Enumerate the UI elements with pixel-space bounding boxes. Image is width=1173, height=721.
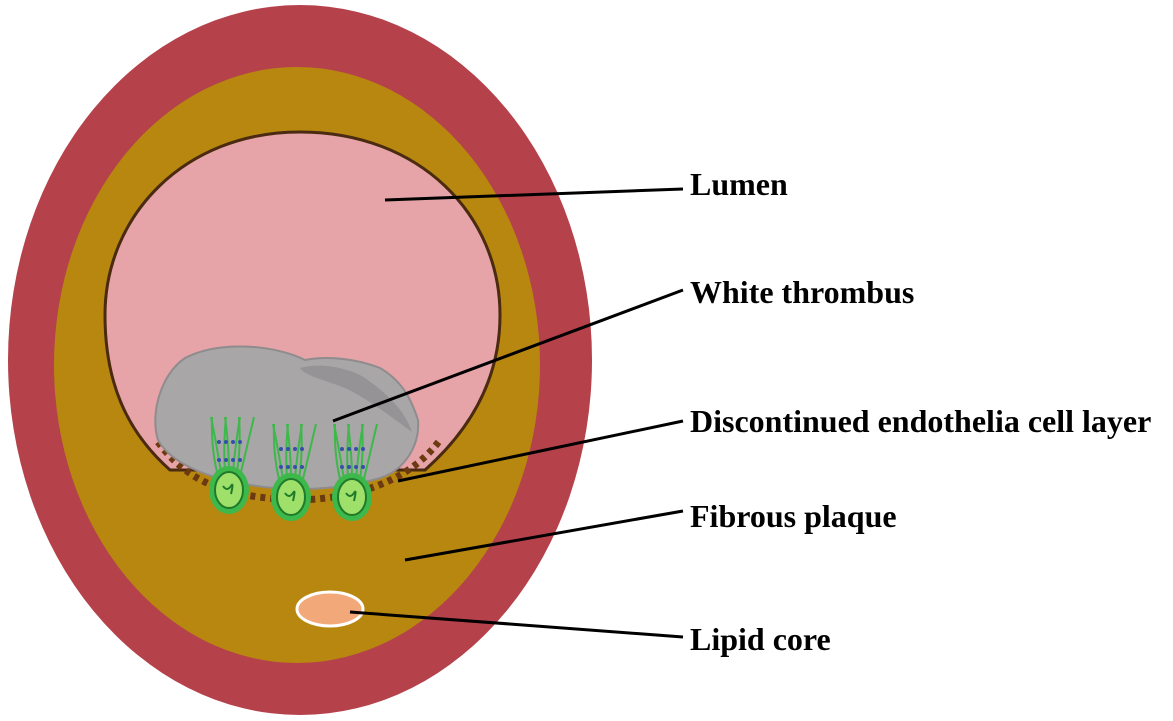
granule xyxy=(279,447,283,451)
granule xyxy=(347,465,351,469)
label-lipid-core: Lipid core xyxy=(690,623,831,655)
label-discontinued-endothelia: Discontinued endothelia cell layer xyxy=(690,405,1151,437)
lipid-core xyxy=(297,592,363,626)
granule xyxy=(231,458,235,462)
cell-nucleus xyxy=(215,472,243,508)
granule xyxy=(354,447,358,451)
label-fibrous-plaque: Fibrous plaque xyxy=(690,500,897,532)
granule xyxy=(293,447,297,451)
granule xyxy=(347,447,351,451)
granule xyxy=(340,447,344,451)
granule xyxy=(361,447,365,451)
granule xyxy=(238,458,242,462)
cell-nucleus xyxy=(338,479,366,515)
granule xyxy=(286,465,290,469)
granule xyxy=(217,458,221,462)
granule xyxy=(231,440,235,444)
granule xyxy=(340,465,344,469)
granule xyxy=(217,440,221,444)
granule xyxy=(354,465,358,469)
granule xyxy=(300,465,304,469)
label-white-thrombus: White thrombus xyxy=(690,276,914,308)
granule xyxy=(361,465,365,469)
granule xyxy=(224,440,228,444)
granule xyxy=(300,447,304,451)
granule xyxy=(286,447,290,451)
label-lumen: Lumen xyxy=(690,168,788,200)
granule xyxy=(279,465,283,469)
cell-nucleus xyxy=(277,479,305,515)
granule xyxy=(293,465,297,469)
granule xyxy=(224,458,228,462)
granule xyxy=(238,440,242,444)
